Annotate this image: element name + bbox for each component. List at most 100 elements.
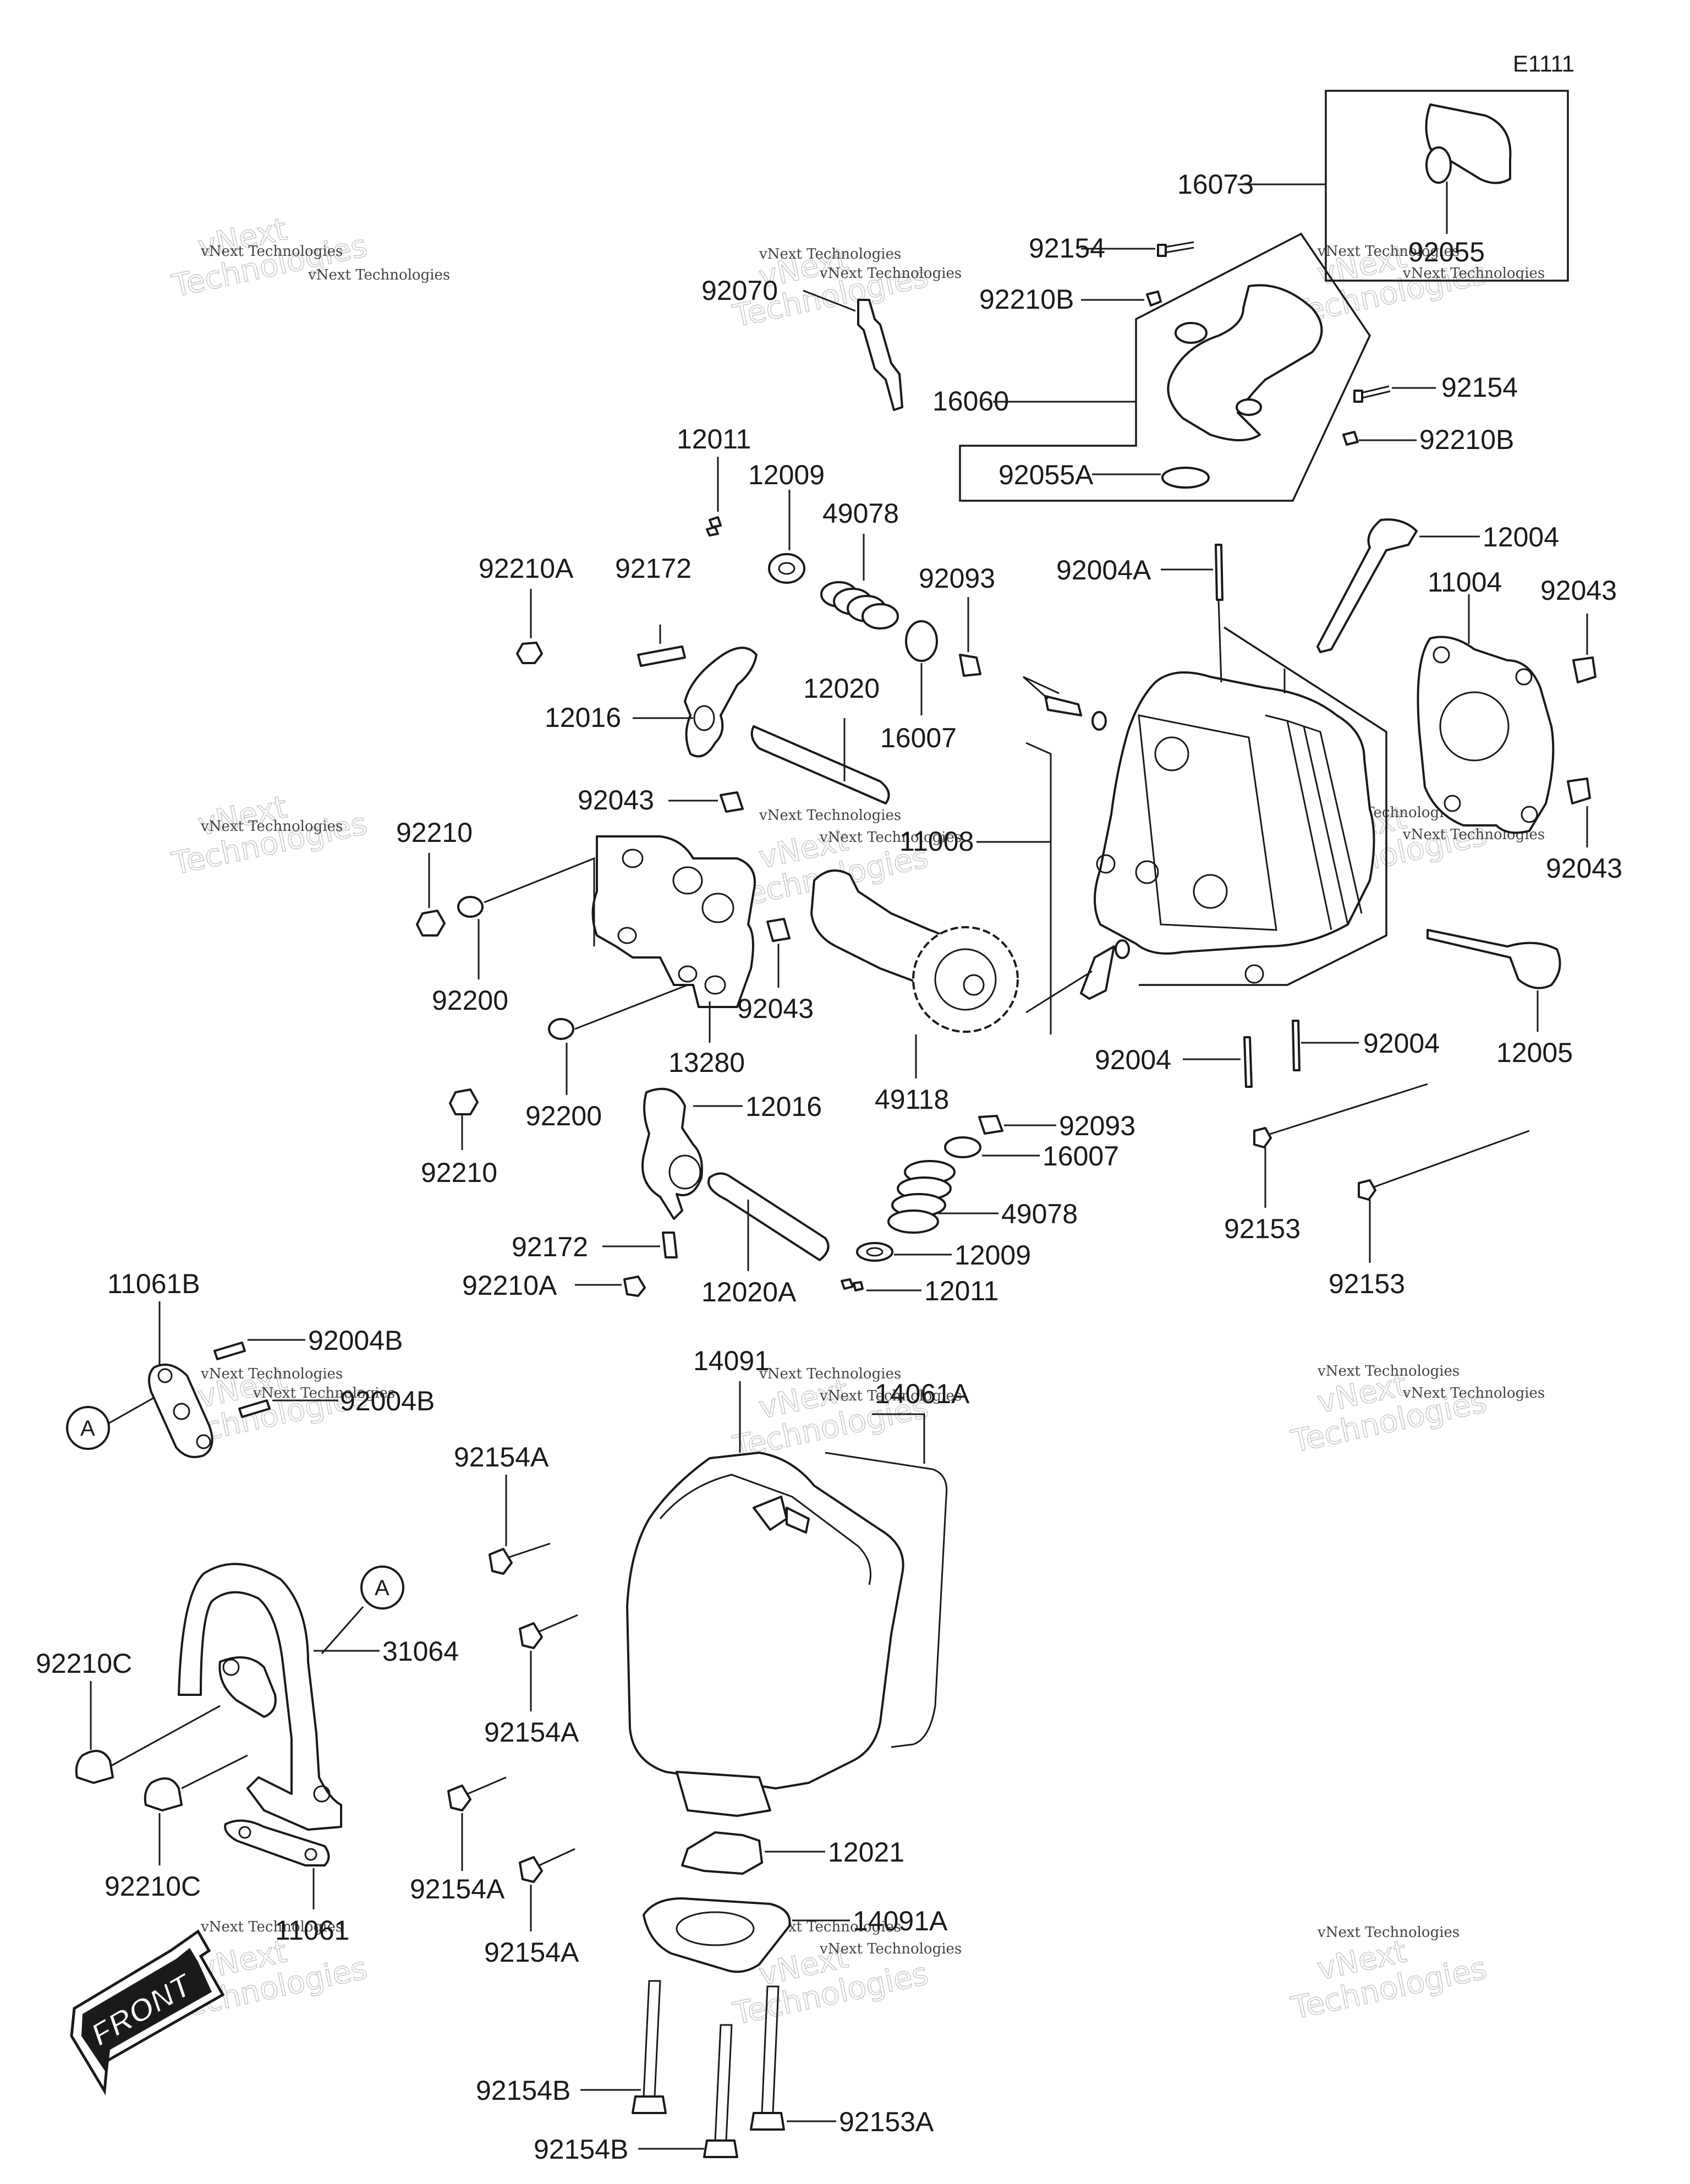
washer-part	[457, 896, 484, 918]
part-label-92154A: 92154A	[410, 1874, 505, 1904]
spark-plug-group: 92070	[701, 275, 903, 411]
spring-seat-part	[905, 620, 938, 662]
part-label-92070: 92070	[701, 275, 778, 306]
watermark-text: vNext Technologies	[1317, 1363, 1459, 1380]
part-label-16007: 16007	[1042, 1141, 1119, 1172]
part-label-31064: 31064	[382, 1636, 459, 1667]
leader-line	[1025, 970, 1093, 1014]
head-cover-mount	[676, 1771, 771, 1817]
bolt-shaft	[539, 1848, 575, 1866]
lower-cover-group: 12021 14091A 92154B 92154B 92153A	[476, 1831, 948, 2165]
leader-line	[181, 1754, 248, 1789]
valve-guide-part	[1080, 945, 1115, 1000]
part-label-12011: 12011	[677, 424, 751, 455]
insulator-gasket	[1425, 146, 1452, 184]
part-label-14091A: 14091A	[853, 1906, 948, 1936]
o-ring	[1091, 711, 1107, 731]
upper-valve-train: 12011 12009 49078 92093 16007 92172 9221…	[479, 424, 995, 815]
part-label-16007: 16007	[880, 722, 957, 753]
part-label-12016: 12016	[545, 702, 621, 733]
part-label-12020: 12020	[803, 673, 880, 704]
part-label-92210A: 92210A	[462, 1270, 557, 1301]
head-hole	[1096, 854, 1116, 874]
cylinder-head-fins	[1265, 714, 1363, 930]
nut-part	[449, 1088, 479, 1115]
bolt-part	[1358, 385, 1391, 399]
spring-seat-part	[944, 1136, 981, 1158]
part-label-92210A: 92210A	[479, 553, 574, 584]
bolt-shaft	[467, 1776, 507, 1795]
rocker-shaft-part	[750, 725, 890, 804]
reference-letter: A	[375, 1576, 389, 1600]
leader-line	[1023, 676, 1060, 694]
bolt-head	[519, 1622, 543, 1649]
part-label-92093: 92093	[1059, 1110, 1135, 1141]
part-label-14091: 14091	[693, 1345, 770, 1376]
adjust-screw-part	[637, 645, 686, 667]
leader-line	[1025, 742, 1052, 1034]
part-label-92210C: 92210C	[36, 1648, 132, 1679]
bolt-head	[750, 2112, 785, 2131]
stud-part	[1215, 544, 1223, 601]
bolt-head	[703, 2139, 738, 2158]
leader-line	[484, 857, 595, 946]
rocker-arm-hole	[668, 1154, 701, 1190]
leader-line	[321, 1606, 364, 1654]
part-label-92154A: 92154A	[454, 1442, 549, 1473]
leader-line	[109, 1705, 221, 1767]
oil-seal-part	[959, 654, 981, 677]
spark-plug-guide	[1023, 676, 1049, 700]
camshaft-group: 49118 92043	[737, 869, 1019, 1115]
bolt-head	[1157, 244, 1167, 257]
watermark-text: vNext Technologies	[200, 243, 343, 260]
adjust-screw-part	[662, 1231, 678, 1258]
rocker-holder-part	[591, 835, 756, 1008]
part-label-92043: 92043	[737, 993, 814, 1024]
part-label-92154: 92154	[1441, 372, 1518, 403]
insulator-group: 92055 16073	[1177, 90, 1569, 282]
spark-plug-part	[857, 299, 903, 411]
part-label-92154A: 92154A	[484, 1937, 579, 1968]
part-label-11061: 11061	[275, 1915, 349, 1946]
watermark-text: vNext Technologies	[1402, 265, 1545, 282]
part-label-49078: 49078	[1001, 1198, 1078, 1229]
part-label-92210: 92210	[421, 1157, 497, 1188]
part-label-12011: 12011	[924, 1276, 998, 1306]
part-label-92200: 92200	[432, 985, 508, 1016]
retainer-hole	[778, 562, 795, 575]
head-hole	[1244, 964, 1264, 984]
plate-hole	[196, 1434, 211, 1449]
part-label-92210B: 92210B	[1419, 424, 1514, 455]
part-label-92043: 92043	[1540, 575, 1617, 606]
valve-spring	[820, 581, 899, 630]
watermark-text: vNext Technologies	[1402, 1385, 1545, 1402]
part-label-12021: 12021	[828, 1837, 904, 1868]
part-label-16060: 16060	[932, 386, 1009, 417]
watermark: vNext Technologies	[729, 241, 932, 335]
part-label-12009: 12009	[748, 459, 825, 490]
watermark-text: vNext Technologies	[200, 1366, 343, 1382]
intake-pipe-flange-hole	[1236, 398, 1262, 416]
gasket-hole	[1433, 646, 1450, 664]
part-label-92200: 92200	[525, 1101, 602, 1131]
lower-cover-recess	[676, 1911, 755, 1946]
retainer-part	[768, 553, 805, 584]
watermark-text: vNext Technologies	[819, 1388, 962, 1404]
part-label-11004: 11004	[1428, 567, 1502, 598]
holder-hole	[617, 927, 637, 944]
nut-part	[516, 642, 543, 664]
retainer-part	[856, 1242, 893, 1262]
watermark-text: vNext Technologies	[759, 1366, 901, 1382]
part-label-92004B: 92004B	[308, 1325, 403, 1356]
watermark-text: vNext Technologies	[1317, 1924, 1459, 1941]
leader-line	[803, 289, 856, 312]
stud-part	[1243, 1036, 1253, 1088]
intake-pipe-part	[1167, 284, 1323, 441]
bolt-shaft	[643, 1980, 661, 2098]
part-label-92093: 92093	[919, 563, 995, 594]
part-label-92210B: 92210B	[979, 284, 1074, 315]
rocker-arm-hole	[693, 705, 715, 731]
gasket-hole	[1521, 806, 1538, 823]
watermark-text: vNext Technologies	[759, 807, 901, 824]
